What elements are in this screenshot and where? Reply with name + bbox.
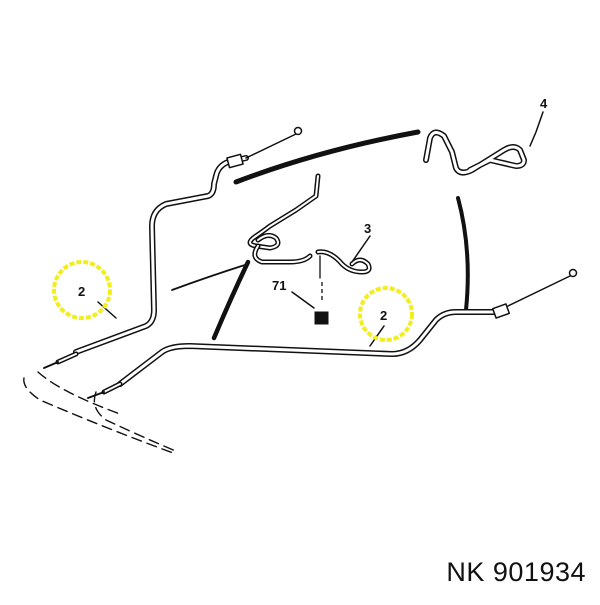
callout-2-left: 2 [78,284,85,299]
equalizer-spring-assembly [247,173,372,279]
callout-leaders [97,111,544,347]
cable-bracket [423,129,527,176]
vehicle-body-outline [23,129,470,455]
part-number: 901934 [492,557,586,587]
cable-clip [314,282,329,325]
part-number-caption: NK 901934 [446,557,586,588]
highlight-circles [52,260,414,342]
callout-2-right: 2 [380,308,387,323]
callout-4: 4 [540,96,548,111]
right-brake-cable [87,268,578,399]
callout-71: 71 [272,278,286,293]
callout-3: 3 [364,221,371,236]
brand-name: NK [446,557,485,587]
left-brake-cable [43,126,303,369]
